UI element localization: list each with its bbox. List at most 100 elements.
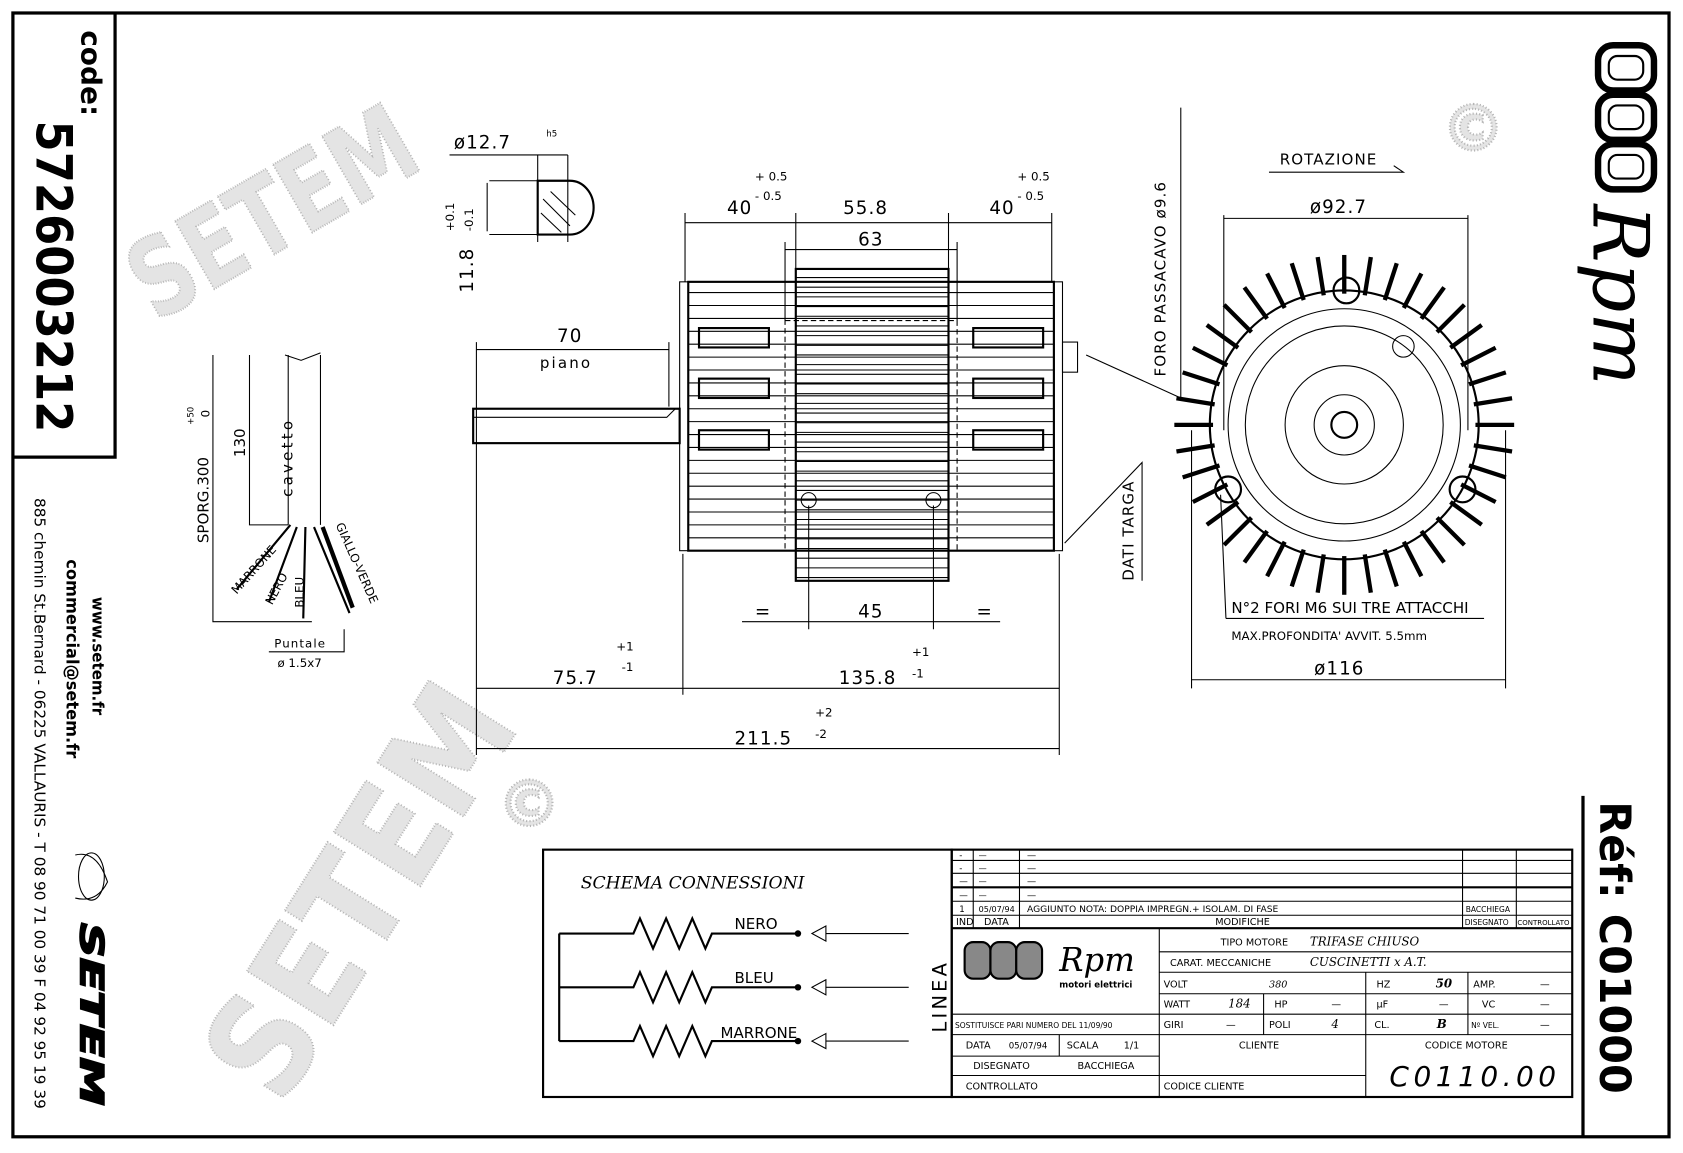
nameplate-label: DATI TARGA bbox=[1119, 480, 1137, 580]
dim-63: 63 bbox=[858, 229, 883, 250]
connection-schema: SCHEMA CONNESSIONI NERO BLEU MARRONE LIN… bbox=[542, 848, 953, 1099]
mount-hole bbox=[1448, 475, 1477, 504]
giri-label: GIRI bbox=[1164, 1020, 1184, 1031]
puntale-label: Puntale bbox=[274, 636, 326, 650]
revision-row: -—— bbox=[959, 864, 1036, 874]
vc-label: VC bbox=[1482, 1000, 1496, 1011]
cooling-fin bbox=[1473, 443, 1513, 454]
code-box bbox=[12, 12, 117, 459]
uf-label: µF bbox=[1377, 1000, 1389, 1011]
shaft-diameter: ø12.7 bbox=[454, 132, 511, 153]
cable-detail: SPORG.300 +50 0 130 cavetto MARRONE NERO… bbox=[187, 352, 381, 670]
cooling-fin bbox=[1191, 482, 1229, 504]
revision-row: ——— bbox=[959, 891, 1036, 901]
resistor-winding bbox=[559, 969, 798, 1006]
cooling-fin bbox=[1435, 303, 1466, 334]
cooling-fin bbox=[1468, 463, 1507, 480]
watt: 184 bbox=[1228, 997, 1251, 1011]
cliente-label: CLIENTE bbox=[1239, 1041, 1279, 1052]
code-value: 5726003212 bbox=[25, 121, 83, 433]
tol-minus: - 0.5 bbox=[755, 189, 782, 203]
tipo-motore-label: TIPO MOTORE bbox=[1220, 937, 1288, 948]
hz: 50 bbox=[1436, 976, 1453, 990]
dim-70: 70 bbox=[557, 326, 582, 347]
volt-label: VOLT bbox=[1164, 979, 1188, 990]
cooling-fin bbox=[1205, 323, 1240, 350]
revision-text: — bbox=[1027, 891, 1036, 901]
revision-row: -—— bbox=[959, 851, 1036, 861]
sporg-label: SPORG.300 bbox=[195, 457, 213, 543]
watermark-text: SETEM bbox=[106, 81, 439, 345]
equal-mark: = bbox=[976, 601, 992, 622]
codice-motore-label: CODICE MOTORE bbox=[1425, 1041, 1508, 1052]
shaft-fit: h5 bbox=[546, 130, 557, 140]
cooling-fin bbox=[1222, 303, 1253, 334]
cooling-fin bbox=[1401, 540, 1424, 578]
disegnato-label: DISEGNATO bbox=[973, 1061, 1030, 1072]
data-value: 05/07/94 bbox=[1009, 1042, 1048, 1052]
dia-116: ø116 bbox=[1314, 658, 1364, 679]
vent-slot bbox=[697, 429, 770, 451]
codice-cliente-label: CODICE CLIENTE bbox=[1164, 1081, 1245, 1092]
resistor-winding bbox=[559, 1023, 798, 1059]
cooling-fin bbox=[1265, 540, 1287, 578]
revision-ind: — bbox=[959, 891, 968, 901]
cooling-fin bbox=[1362, 554, 1373, 594]
poli-label: POLI bbox=[1269, 1020, 1291, 1031]
dim-135-8: 135.8 bbox=[839, 668, 897, 689]
cooling-fin bbox=[1176, 396, 1216, 407]
cooling-fin bbox=[1289, 262, 1306, 301]
motor-shaft bbox=[472, 407, 681, 445]
resistor-winding bbox=[559, 915, 798, 952]
rpm-logo-text: Rpm bbox=[1058, 941, 1135, 979]
cooling-fin bbox=[1242, 529, 1269, 564]
rotation-label: ROTAZIONE bbox=[1280, 151, 1378, 169]
cooling-fin bbox=[1315, 554, 1326, 594]
cooling-fin bbox=[1460, 345, 1497, 368]
cooling-fin bbox=[1181, 370, 1221, 387]
revision-text: — bbox=[1027, 877, 1036, 887]
tol-plus: +1 bbox=[912, 645, 929, 659]
cooling-fin bbox=[1419, 286, 1446, 320]
controllato-label: CONTROLLATO bbox=[966, 1081, 1039, 1092]
cooling-fin bbox=[1176, 443, 1216, 454]
dim-55-8: 55.8 bbox=[843, 198, 888, 219]
hdr-disegnato: DISEGNATO bbox=[1465, 918, 1509, 927]
cooling-fin bbox=[1473, 396, 1513, 407]
carat-label: CARAT. MECCANICHE bbox=[1170, 958, 1271, 969]
revision-drawn-by: BACCHIEGA bbox=[1466, 905, 1511, 914]
note-holes: N°2 FORI M6 SUI TRE ATTACCHI bbox=[1231, 599, 1468, 617]
revision-ind: - bbox=[959, 851, 962, 861]
right-strip: Rpm Réf: C01000 bbox=[1575, 42, 1665, 1094]
motor-side-view: 40 + 0.5 - 0.5 55.8 40 + 0.5 - 0.5 63 70… bbox=[472, 170, 1079, 756]
revision-date: — bbox=[979, 877, 987, 886]
dim-75-7: 75.7 bbox=[553, 668, 598, 689]
revision-ind: - bbox=[959, 864, 962, 874]
watt-label: WATT bbox=[1164, 1000, 1191, 1011]
cooling-fin bbox=[1382, 262, 1399, 301]
cooling-fin bbox=[1468, 370, 1507, 387]
cooling-fin bbox=[1382, 548, 1399, 588]
line-arrow-icon bbox=[810, 978, 909, 996]
tol-plus: +2 bbox=[815, 705, 832, 719]
revision-date: — bbox=[979, 864, 987, 873]
hdr-controllato: CONTROLLATO bbox=[1517, 919, 1570, 927]
shaft-section-detail: ø12.7 h5 11.8 +0.1 -0.1 bbox=[443, 130, 595, 293]
tipo-motore: TRIFASE CHIUSO bbox=[1310, 934, 1420, 948]
revision-date: 05/07/94 bbox=[979, 905, 1015, 914]
tol-minus: -1 bbox=[622, 660, 634, 674]
revision-ind: — bbox=[959, 877, 968, 887]
dim-130: 130 bbox=[231, 428, 249, 457]
puntale-size: ø 1.5x7 bbox=[277, 656, 321, 670]
schema-wire-label: NERO bbox=[734, 915, 777, 933]
drawing-frame bbox=[11, 11, 1671, 1139]
terminal-dot bbox=[794, 1037, 802, 1045]
linea-label: LINEA bbox=[928, 960, 951, 1033]
data-label: DATA bbox=[966, 1041, 991, 1052]
wire-label: BLEU bbox=[292, 577, 306, 608]
cl: B bbox=[1436, 1017, 1447, 1031]
tol-minus: -1 bbox=[912, 667, 924, 681]
uf: — bbox=[1439, 1000, 1449, 1011]
equal-mark: = bbox=[755, 601, 771, 622]
